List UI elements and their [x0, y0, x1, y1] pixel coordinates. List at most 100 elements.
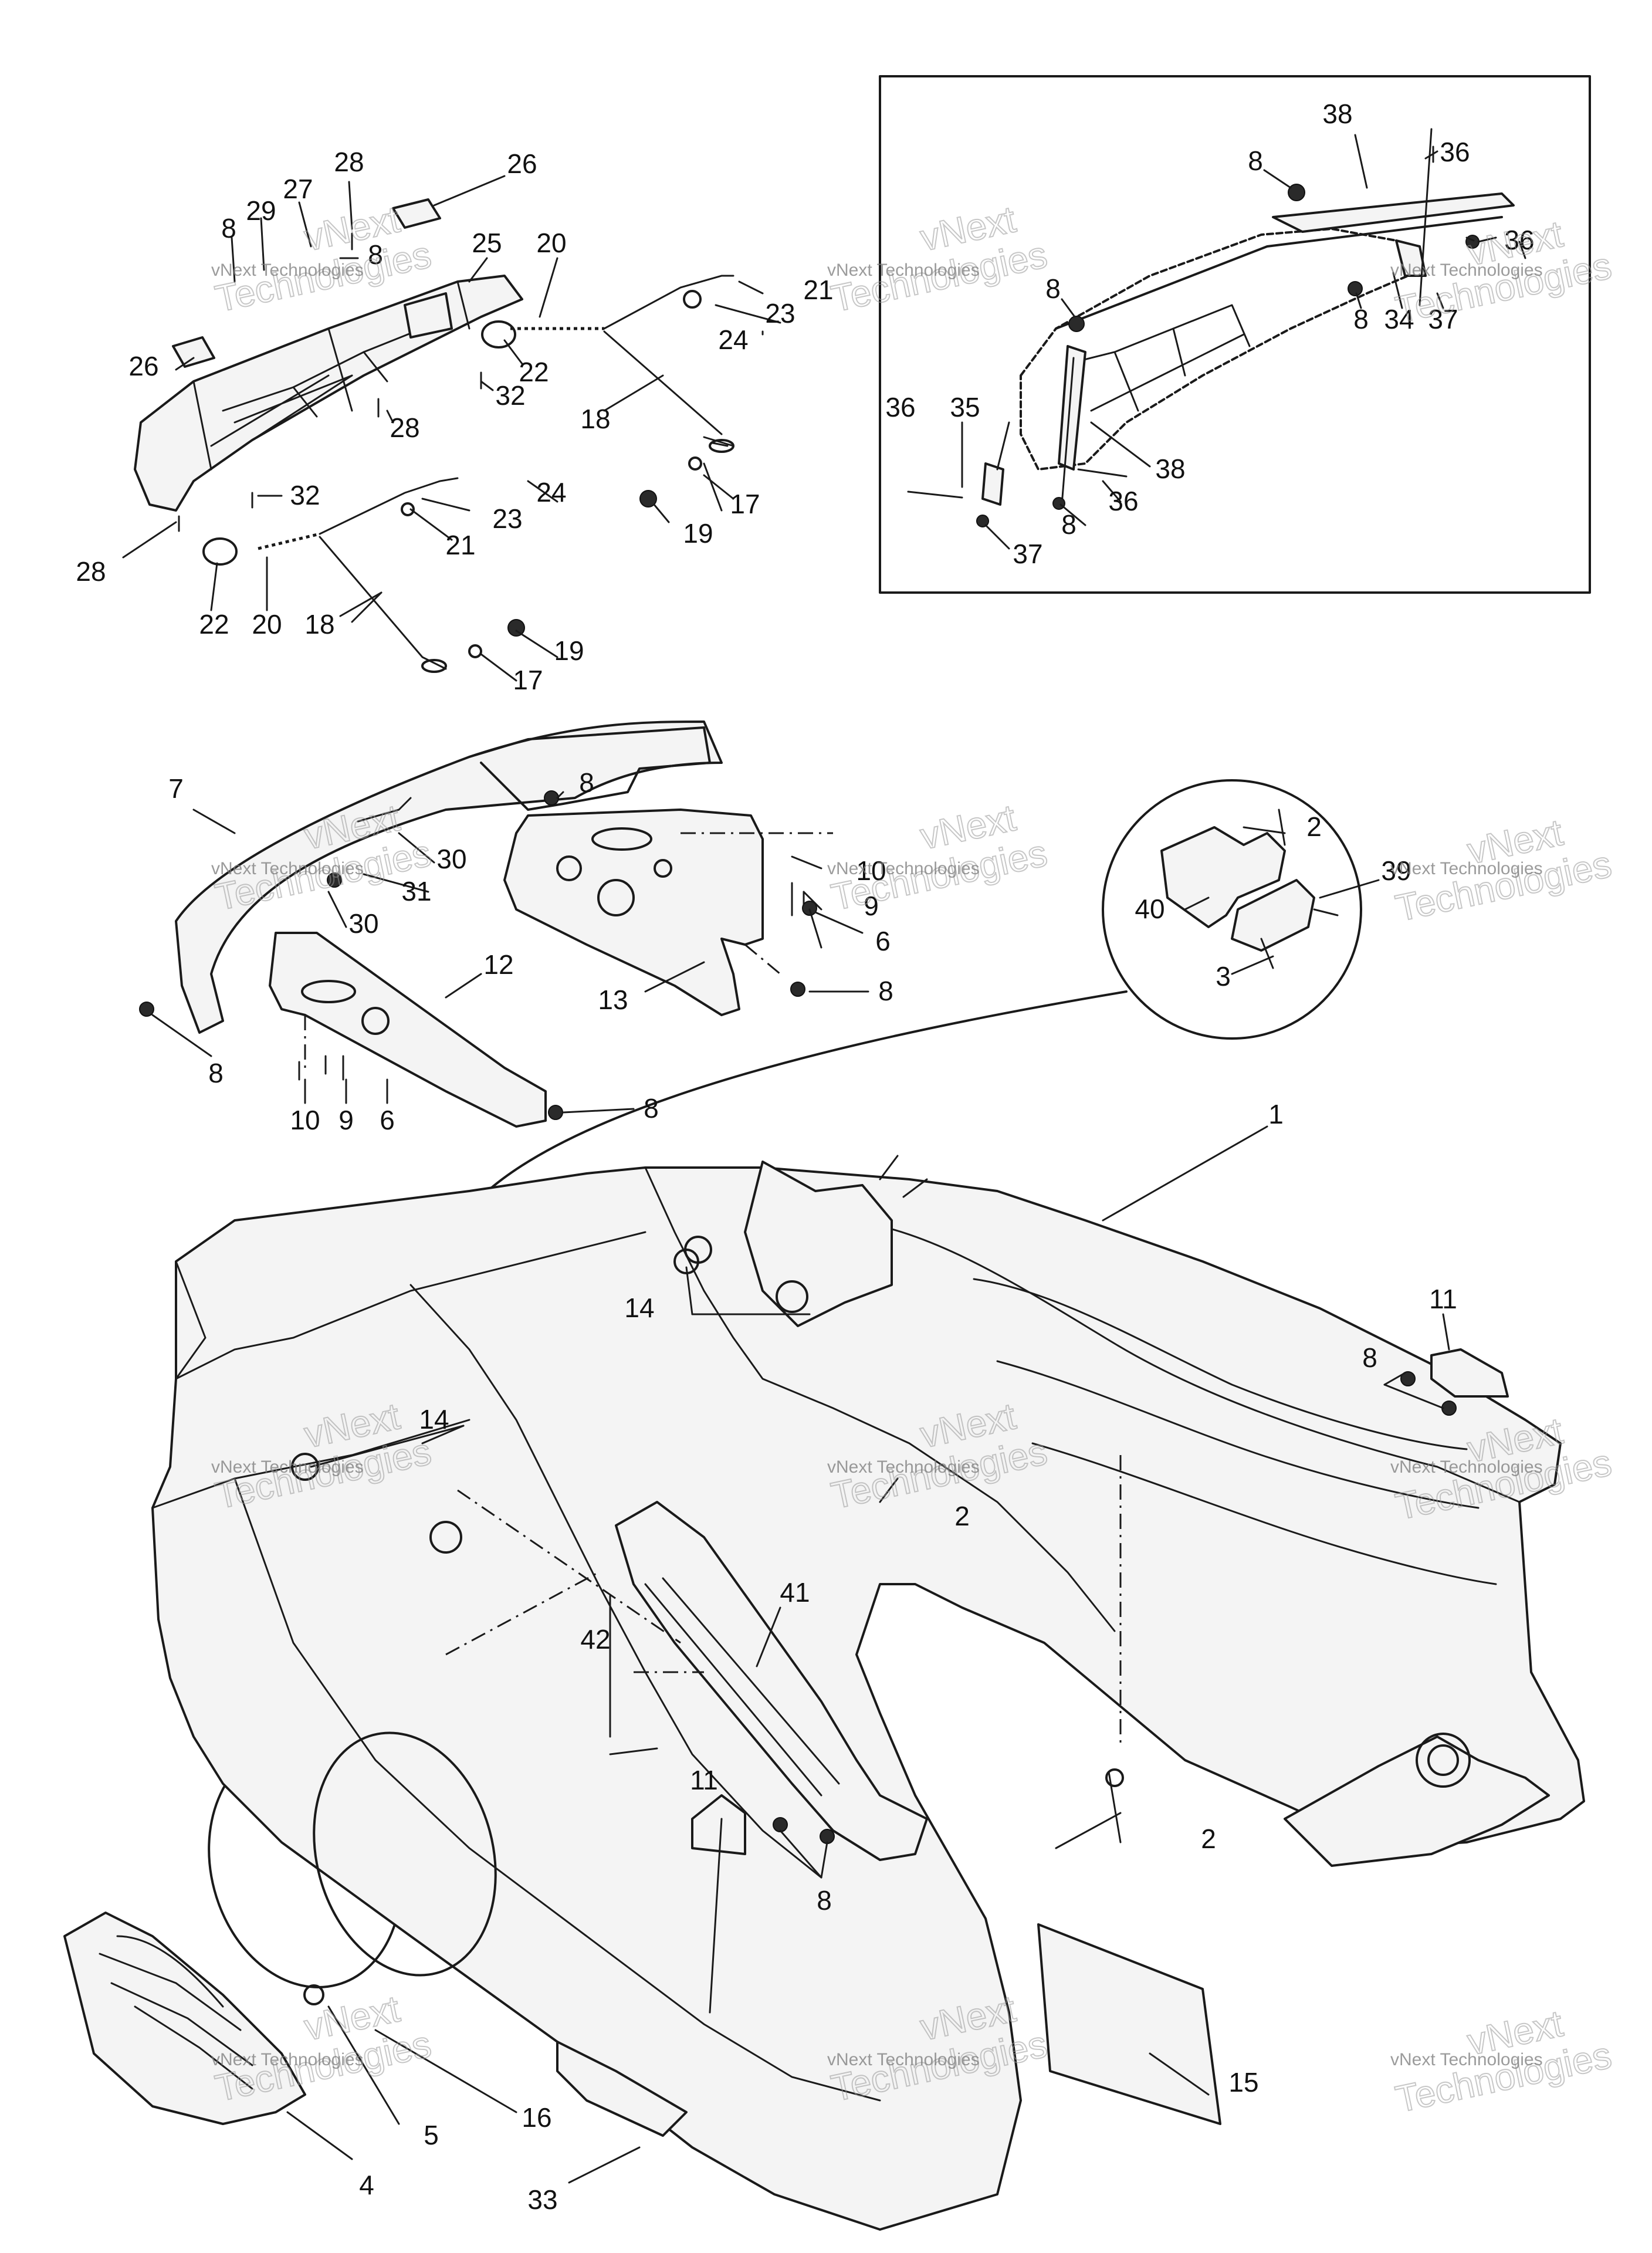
callout-41: 41: [780, 1577, 810, 1608]
callout-27: 27: [283, 174, 313, 204]
callout-8: 8: [1248, 146, 1263, 176]
callout-36: 36: [885, 392, 915, 422]
svg-text:vNext Technologies: vNext Technologies: [827, 2050, 980, 2069]
callout-19: 19: [683, 518, 713, 549]
svg-text:vNext Technologies: vNext Technologies: [1390, 261, 1543, 280]
svg-text:vNext Technologies: vNext Technologies: [827, 261, 980, 280]
callout-34: 34: [1384, 304, 1414, 334]
callout-8: 8: [579, 767, 594, 798]
callout-3: 3: [1216, 961, 1231, 992]
callout-12: 12: [483, 949, 513, 980]
callout-15: 15: [1228, 2067, 1258, 2098]
svg-text:vNext Technologies: vNext Technologies: [1390, 2050, 1543, 2069]
callout-40: 40: [1135, 894, 1164, 924]
callout-35: 35: [950, 392, 980, 422]
inset-frame-assembly: [879, 75, 1591, 594]
callout-6: 6: [380, 1105, 395, 1135]
svg-text:vNext Technologies: vNext Technologies: [211, 859, 364, 878]
callout-6: 6: [875, 926, 891, 956]
callout-31: 31: [401, 876, 431, 906]
callout-16: 16: [522, 2102, 551, 2133]
watermark: vNext Technologies vNext Technologies: [1390, 1409, 1616, 1528]
callout-14: 14: [624, 1293, 654, 1323]
callout-20: 20: [252, 609, 282, 640]
watermark: vNext Technologies vNext Technologies: [827, 197, 1051, 320]
svg-text:vNext Technologies: vNext Technologies: [211, 2050, 364, 2069]
callout-18: 18: [580, 404, 610, 434]
callout-24: 24: [536, 477, 566, 508]
callout-8: 8: [817, 1885, 832, 1916]
callout-28: 28: [390, 412, 419, 443]
bumper-and-brackets: [139, 720, 833, 1128]
watermark: vNext Technologies vNext Technologies: [1390, 2001, 1616, 2121]
callout-28: 28: [334, 147, 364, 177]
callout-17: 17: [513, 665, 543, 695]
svg-text:vNext Technologies: vNext Technologies: [827, 859, 980, 878]
callout-23: 23: [765, 298, 795, 329]
callout-2: 2: [1306, 811, 1322, 842]
callout-21: 21: [445, 530, 475, 560]
callout-36: 36: [1440, 137, 1470, 167]
callout-8: 8: [208, 1058, 224, 1088]
callout-32: 32: [290, 480, 320, 510]
callout-22: 22: [519, 357, 549, 387]
callout-7: 7: [168, 773, 184, 804]
callout-19: 19: [554, 635, 584, 666]
callout-21: 21: [803, 275, 833, 305]
watermark: vNext Technologies vNext Technologies: [827, 796, 1051, 919]
callout-33: 33: [527, 2184, 557, 2215]
callout-37: 37: [1428, 304, 1458, 334]
callout-8: 8: [368, 239, 383, 270]
rear-bumper-support-assembly: [134, 198, 734, 673]
callout-10: 10: [290, 1105, 320, 1135]
callout-37: 37: [1013, 539, 1042, 569]
callout-32: 32: [495, 380, 525, 411]
callout-8: 8: [1362, 1342, 1377, 1373]
svg-text:vNext Technologies: vNext Technologies: [1390, 859, 1543, 878]
callout-8: 8: [1045, 273, 1061, 304]
callout-36: 36: [1108, 486, 1138, 516]
watermark: vNext Technologies vNext Technologies: [1390, 212, 1616, 331]
callout-38: 38: [1322, 99, 1352, 129]
callout-11: 11: [690, 1765, 718, 1795]
callout-8: 8: [878, 976, 893, 1006]
callout-28: 28: [76, 556, 106, 587]
callout-8: 8: [644, 1093, 659, 1124]
detail-circle: [458, 779, 1362, 1286]
callout-1: 1: [1268, 1099, 1284, 1129]
callout-14: 14: [419, 1404, 449, 1435]
callout-13: 13: [598, 985, 628, 1015]
callout-2: 2: [1201, 1824, 1216, 1854]
callout-11: 11: [1429, 1284, 1457, 1314]
callout-23: 23: [492, 503, 522, 534]
callout-30: 30: [348, 908, 378, 939]
callout-8: 8: [1061, 509, 1076, 540]
callout-24: 24: [718, 324, 748, 355]
callout-26: 26: [507, 148, 537, 179]
callout-10: 10: [856, 855, 886, 886]
svg-text:vNext Technologies: vNext Technologies: [827, 1457, 980, 1477]
callout-26: 26: [128, 351, 158, 381]
bottom-pan-assembly: [63, 1155, 1585, 2231]
callout-29: 29: [246, 195, 276, 226]
callout-18: 18: [304, 609, 334, 640]
callout-30: 30: [436, 844, 466, 874]
callout-5: 5: [424, 2120, 439, 2150]
callout-22: 22: [199, 609, 229, 640]
callout-39: 39: [1381, 855, 1411, 886]
callout-17: 17: [730, 489, 760, 519]
callout-38: 38: [1155, 454, 1185, 484]
svg-text:vNext Technologies: vNext Technologies: [211, 1457, 364, 1477]
watermark: vNext Technologies vNext Technologies: [1390, 810, 1616, 930]
callout-4: 4: [359, 2170, 374, 2200]
callout-36: 36: [1504, 225, 1534, 255]
callout-25: 25: [472, 228, 502, 258]
leader-lines: [122, 134, 1497, 2184]
svg-text:vNext Technologies: vNext Technologies: [1390, 1457, 1543, 1477]
callout-labels: 38 8 36 36 8 8 34 37 36 35 38 36 8 37 28…: [76, 99, 1534, 2215]
callout-20: 20: [536, 228, 566, 258]
callout-42: 42: [580, 1624, 610, 1655]
callout-9: 9: [864, 891, 879, 921]
callout-9: 9: [338, 1105, 354, 1135]
